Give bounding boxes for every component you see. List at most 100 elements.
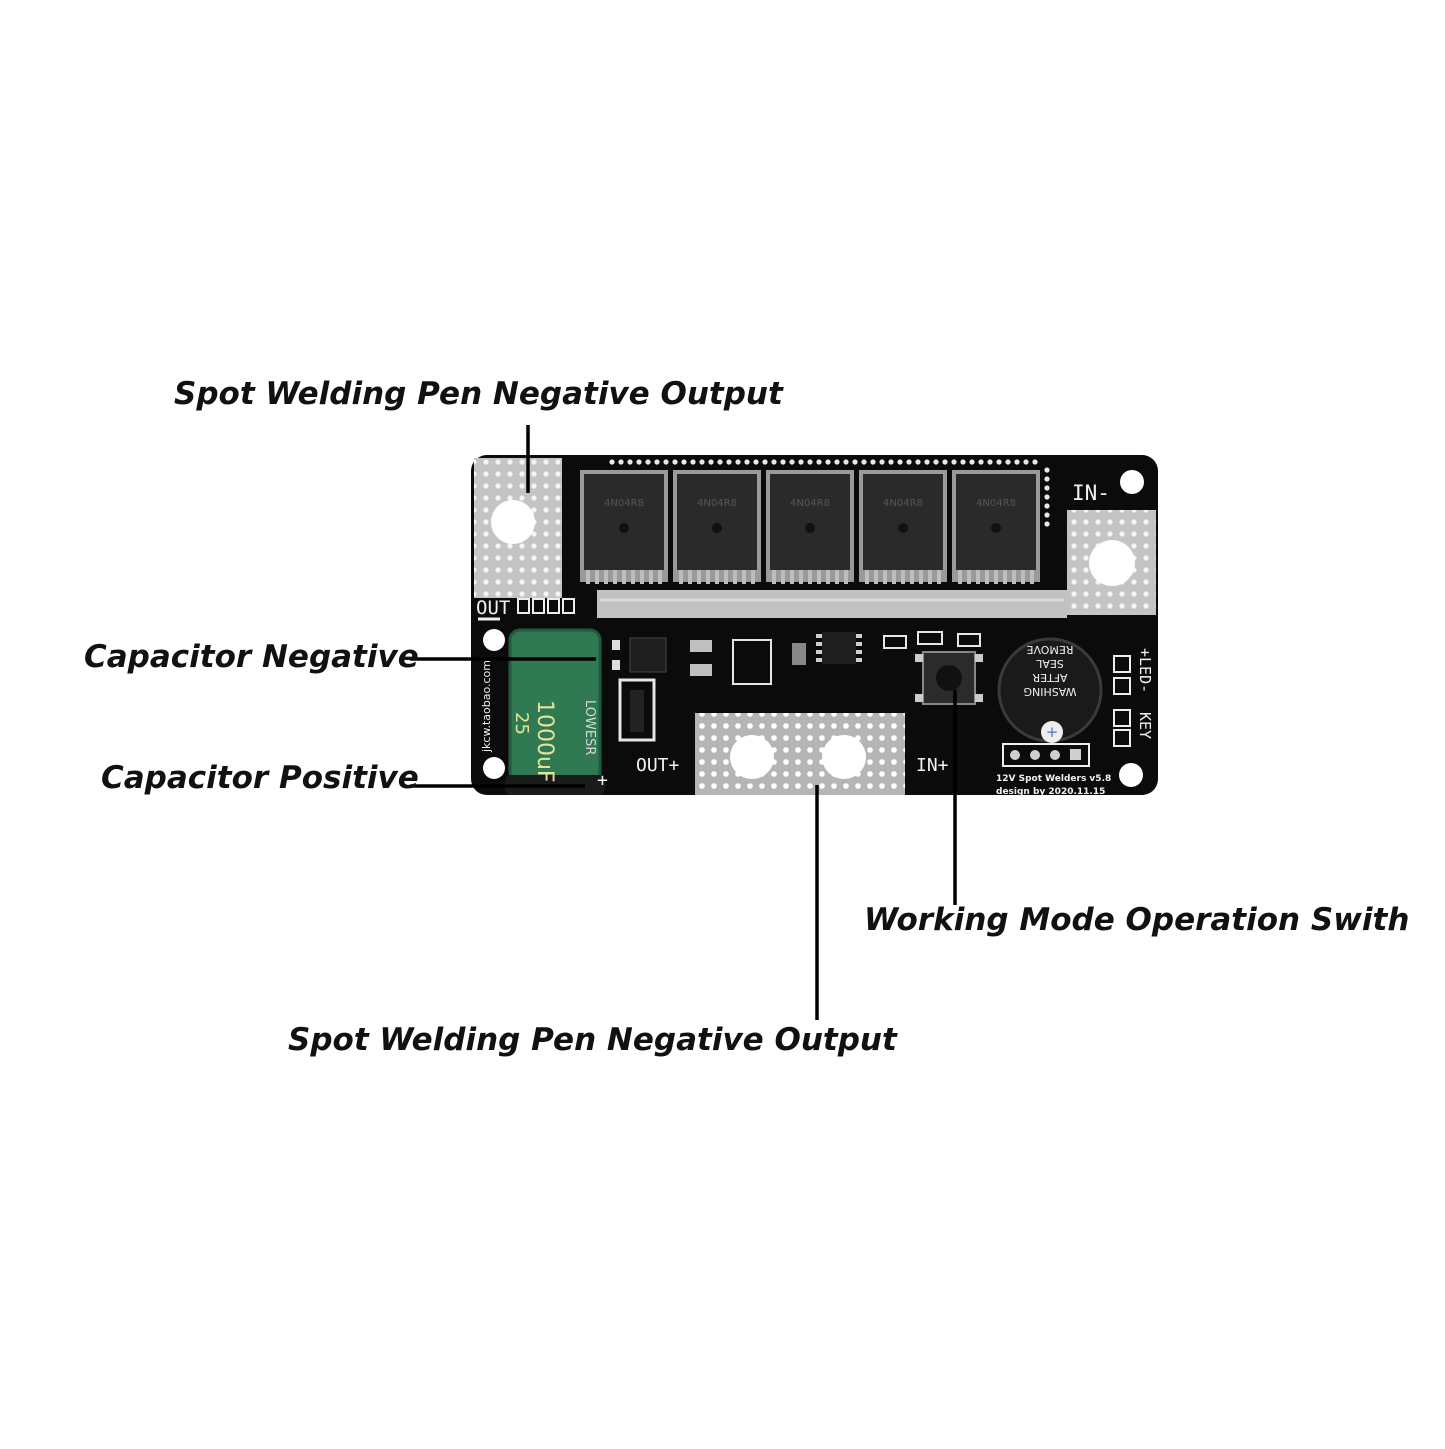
via [636,459,642,465]
via [708,459,714,465]
silk-cap-plus: + [597,770,608,791]
via [834,459,840,465]
via [960,459,966,465]
mode-switch [915,651,983,705]
via-row-top [609,459,1050,527]
via [609,459,615,465]
via [681,459,687,465]
mosfet: 4N04R8 [580,470,668,584]
via [816,459,822,465]
via [726,459,732,465]
via [1032,459,1038,465]
in-minus-mount-hole [1089,540,1135,586]
buzzer-text-3: SEAL [1035,657,1063,670]
via [1044,467,1050,473]
via [870,459,876,465]
capacitor: 1000uF 25 LOWESR [505,628,605,795]
via [924,459,930,465]
via [1044,494,1050,500]
via [699,459,705,465]
via [978,459,984,465]
via [879,459,885,465]
via [825,459,831,465]
buzzer-text-2: AFTER [1032,671,1067,684]
label-top-left-negative-output: Spot Welding Pen Negative Output [174,376,783,412]
via [1044,503,1050,509]
output-copper-pad [695,713,905,795]
out-minus-mount-hole [491,500,535,544]
label-working-mode-switch: Working Mode Operation Swith [864,902,1410,938]
buzzer-text-1: WASHING [1023,685,1076,698]
mosfet: 4N04R8 [859,470,947,584]
silk-version-1: 12V Spot Welders v5.8 [996,774,1111,784]
via [897,459,903,465]
silk-in-plus: IN+ [916,755,949,776]
buzzer-text-4: REMOVE [1026,643,1073,656]
via [1044,512,1050,518]
silk-key: KEY [1136,712,1154,739]
via [753,459,759,465]
via [933,459,939,465]
mount-hole-left-mid [483,629,505,651]
via [843,459,849,465]
smd-components [612,631,981,742]
via [618,459,624,465]
via [744,459,750,465]
via [627,459,633,465]
mosfet: 4N04R8 [952,470,1040,584]
mosfet-marking: 4N04R8 [604,498,644,509]
via [654,459,660,465]
via [1044,485,1050,491]
key-led-header [1113,655,1131,747]
via [996,459,1002,465]
bottom-header [1002,743,1090,767]
via [915,459,921,465]
silk-in-minus: IN- [1072,481,1110,505]
via [987,459,993,465]
mosfet: 4N04R8 [766,470,854,584]
mosfet-marking: 4N04R8 [976,498,1016,509]
svg-text:+: + [1046,723,1059,741]
leader-lines [410,425,957,1020]
out-plus-terminal-hole [730,735,774,779]
via [798,459,804,465]
via [888,459,894,465]
via [951,459,957,465]
silk-out-plus: OUT+ [636,755,680,776]
mount-hole-bottom-left [483,757,505,779]
via [663,459,669,465]
capacitor-brand: LOWESR [582,700,597,755]
via [969,459,975,465]
silk-out-minus: OUT [476,597,510,619]
buzzer: WASHING AFTER SEAL REMOVE + [997,637,1103,743]
via [645,459,651,465]
label-capacitor-negative: Capacitor Negative [84,639,419,675]
silk-side-url: jkcw.taobao.com [480,660,493,753]
label-bottom-negative-output: Spot Welding Pen Negative Output [288,1022,897,1058]
mount-hole-bottom-right [1119,763,1143,787]
mosfet-marking: 4N04R8 [883,498,923,509]
via [717,459,723,465]
mount-hole-top-right [1120,470,1144,494]
via [906,459,912,465]
via [861,459,867,465]
label-capacitor-positive: Capacitor Positive [101,760,419,796]
out-pads [517,598,575,614]
via [1014,459,1020,465]
in-plus-terminal-hole [822,735,866,779]
via [1044,476,1050,482]
via [762,459,768,465]
via [771,459,777,465]
via [1005,459,1011,465]
via [807,459,813,465]
capacitor-voltage: 25 [511,712,532,735]
silk-version-2: design by 2020.11.15 [996,787,1105,797]
via [672,459,678,465]
silk-led: +LED- [1136,648,1154,693]
via [942,459,948,465]
via [690,459,696,465]
mosfet-marking: 4N04R8 [790,498,830,509]
